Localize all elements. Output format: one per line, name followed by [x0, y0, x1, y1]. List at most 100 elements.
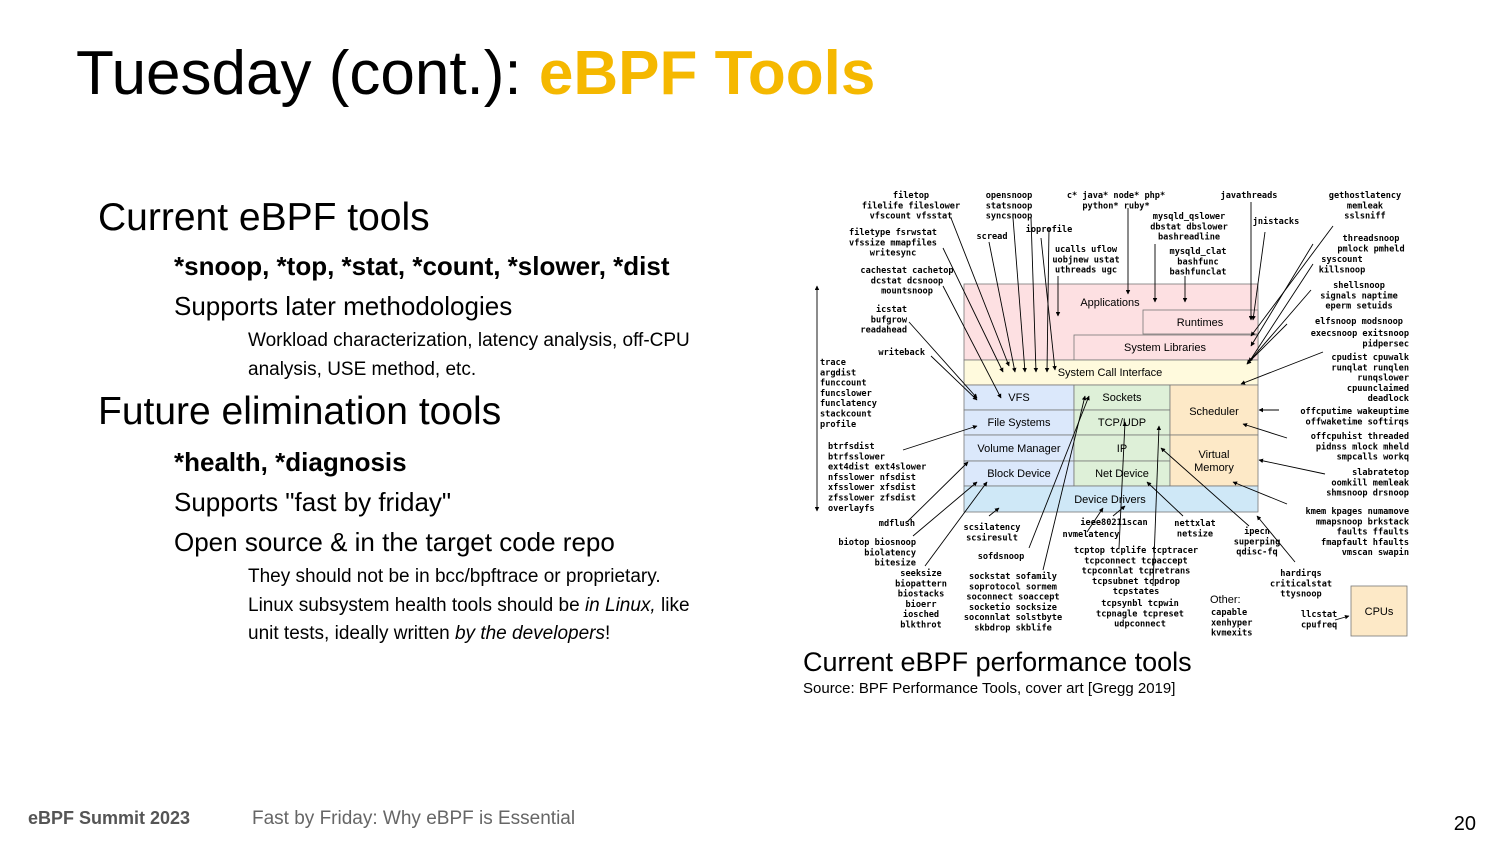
arrow-scsilatency — [988, 507, 1000, 517]
arrow-cachestat — [942, 285, 1002, 399]
future-supports: Supports "fast by friday" — [174, 487, 452, 517]
arrow-tcpsynbl — [1152, 425, 1162, 587]
tool-label-icstat-3: readahead — [860, 326, 907, 336]
arrow-scread — [988, 241, 1017, 373]
future-detail-line3: unit tests, ideally written by the devel… — [248, 620, 748, 649]
arrow-mdflush — [906, 461, 969, 523]
tool-label-ucalls-1: ucalls uflow — [1055, 245, 1118, 255]
tool-label-btrfsdist-4: nfsslower nfsdist — [828, 472, 916, 483]
arrow-jnistacks — [1251, 231, 1266, 321]
future-tools-heading: Future elimination tools — [98, 390, 502, 433]
footer-event: eBPF Summit 2023 — [28, 808, 191, 828]
arrow-sockstat — [1042, 395, 1087, 571]
current-tools-list: *snoop, *top, *stat, *count, *slower, *d… — [174, 251, 670, 281]
tool-label-biotop-2: biolatency — [864, 547, 916, 558]
tool-label-tcpsynbl-2: tcpnagle tcpreset — [1096, 609, 1184, 619]
tool-label-btrfsdist-1: btrfsdist — [828, 441, 875, 452]
tool-label-cachestat-2: dcstat dcsnoop — [871, 276, 943, 286]
future-detail-line2-end: like — [655, 594, 690, 616]
file-systems-box — [963, 409, 1075, 436]
future-tools-list: *health, *diagnosis — [174, 447, 407, 477]
tool-label-lang-2: python* ruby* — [1082, 201, 1149, 211]
tool-label-tcptop-4: tcpsubnet tcpdrop — [1092, 577, 1180, 587]
arrow-nvmelatency — [1086, 507, 1104, 533]
scheduler-label: Scheduler — [1189, 406, 1239, 418]
tool-label-other-title: Other: — [1210, 594, 1241, 606]
tool-label-threadsnoop-1: threadsnoop — [1343, 234, 1400, 244]
tool-label-offcpuhist-3: smpcalls workq — [1337, 453, 1409, 463]
tool-label-cpudist-2: runqlat runqlen — [1331, 363, 1409, 373]
tool-label-syscount-2: killsnoop — [1319, 264, 1366, 275]
tool-label-opensnoop-3: syncsnoop — [986, 212, 1033, 222]
tool-label-btrfsdist-2: btrfsslower — [828, 452, 885, 462]
tool-label-cpudist-4: cpuunclaimed — [1347, 383, 1409, 394]
tool-label-other-1: capable — [1211, 608, 1247, 618]
tool-label-syscount-1: syscount — [1321, 255, 1362, 265]
tool-label-seeksize-5: iosched — [903, 609, 939, 620]
tool-label-tcptop-1: tcptop tcplife tcptracer — [1074, 545, 1198, 556]
future-detail-line3-end: ! — [604, 623, 611, 644]
future-detail-line2-text: Linux subsystem health tools should be — [248, 594, 585, 616]
tool-label-gethostlatency-1: gethostlatency — [1329, 191, 1401, 201]
tool-label-kmem-3: faults ffaults — [1337, 528, 1409, 538]
arrow-shellsnoop — [1246, 289, 1312, 365]
arrow-ieee — [1112, 505, 1126, 517]
current-tools-heading: Current eBPF tools — [98, 196, 430, 239]
arrows — [814, 202, 1350, 621]
tool-label-trace-6: stackcount — [820, 410, 872, 420]
runtimes-box — [1142, 309, 1259, 335]
arrow-syscount — [1248, 263, 1314, 363]
file-systems-label: File Systems — [988, 417, 1051, 429]
tool-label-btrfsdist-5: xfsslower xfsdist — [828, 482, 916, 493]
tool-label-slabratetop-3: shmsnoop drsnoop — [1326, 489, 1409, 499]
tool-label-filetype-3: writesync — [870, 248, 917, 259]
ebpf-tools-diagram: Applications Runtimes System Libraries S… — [803, 186, 1415, 638]
tool-label-sockstat-2: soprotocol sormem — [969, 582, 1057, 592]
arrow-cpudist — [1240, 351, 1324, 385]
tool-label-filetop-3: vfscount vfsstat — [870, 212, 953, 222]
box-labels: Applications Runtimes System Libraries S… — [977, 297, 1393, 618]
arrow-seeksize — [924, 481, 988, 567]
tool-label-opensnoop-2: statsnoop — [986, 201, 1033, 211]
tool-label-cachestat-1: cachestat cachetop — [860, 266, 953, 276]
slide-title: Tuesday (cont.): eBPF Tools — [76, 38, 875, 110]
tool-label-javathreads-1: javathreads — [1221, 191, 1278, 201]
arrow-kmem — [1232, 481, 1288, 505]
tool-label-ucalls-2: uobjnew ustat — [1052, 255, 1119, 265]
tool-label-hardirqs-3: ttysnoop — [1280, 590, 1321, 600]
tool-label-trace-3: funccount — [820, 379, 867, 389]
tool-label-seeksize-1: seeksize — [900, 568, 941, 579]
arrow-biotop — [912, 481, 978, 537]
tool-label-offcpuhist-2: pidnss mlock mheld — [1316, 441, 1409, 452]
tool-label-cachestat-3: mountsnoop — [881, 287, 933, 297]
tool-label-nettxlat-2: netsize — [1177, 528, 1213, 539]
tool-label-lang-1: c* java* node* php* — [1067, 191, 1165, 201]
tool-label-ipecn-1: ipecn — [1244, 526, 1270, 537]
figure-source: Source: BPF Performance Tools, cover art… — [803, 680, 1176, 697]
tool-label-filetype-1: filetype fsrwstat — [849, 227, 937, 238]
tool-label-cpudist-3: runqslower — [1357, 374, 1409, 384]
future-open-source: Open source & in the target code repo — [174, 527, 615, 557]
current-detail-line2: analysis, USE method, etc. — [248, 358, 477, 380]
tool-label-tcptop-3: tcpconnlat tcpretrans — [1082, 567, 1191, 577]
tool-label-sockstat-6: skbdrop skblife — [974, 623, 1052, 634]
tool-label-sockstat-5: soconnlat solstbyte — [964, 613, 1062, 623]
block-device-label: Block Device — [987, 468, 1051, 480]
applications-label: Applications — [1080, 297, 1140, 309]
tool-label-nettxlat-1: nettxlat — [1174, 519, 1215, 529]
tool-label-writeback-1: writeback — [878, 347, 925, 358]
virtual-memory-label-2: Memory — [1194, 462, 1234, 474]
block-device-box — [963, 460, 1075, 487]
cpus-box — [1350, 585, 1408, 637]
tool-label-llcstat-2: cpufreq — [1301, 620, 1337, 630]
tool-label-shellsnoop-2: signals naptime — [1320, 290, 1398, 301]
tool-label-mdflush-1: mdflush — [879, 519, 915, 529]
tool-label-icstat-1: icstat — [876, 304, 907, 315]
tool-label-ieee-1: ieee80211scan — [1080, 517, 1147, 528]
tool-label-mysqld_clat-1: mysqld_clat — [1170, 247, 1227, 257]
tool-label-icstat-2: bufgrow — [871, 315, 908, 325]
tool-label-cpudist-1: cpudist cpuwalk — [1331, 352, 1409, 363]
tool-label-mysql-1: mysqld_qslower — [1153, 212, 1225, 222]
footer-talk: Fast by Friday: Why eBPF is Essential — [252, 808, 576, 829]
